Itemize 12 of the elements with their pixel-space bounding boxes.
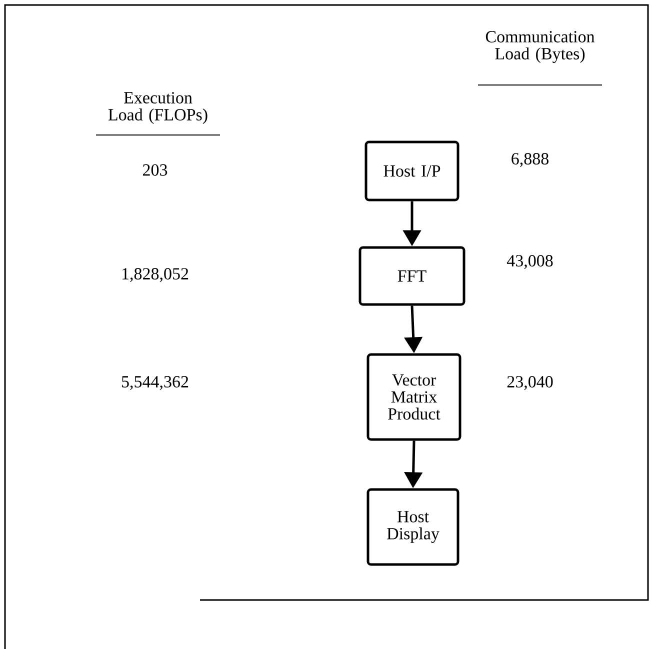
value-label: 1,828,052 (122, 268, 188, 282)
value-label: 23,040 (507, 376, 553, 390)
value-label: 203 (143, 164, 168, 176)
column-heading: Execution Load (FLOPs) (108, 92, 208, 124)
value-label: 43,008 (506, 255, 553, 269)
process-box: Host I/P (364, 140, 460, 202)
process-box: Vector Matrix Product (366, 353, 462, 441)
process-box: Host Display (366, 488, 460, 566)
value-label: 6,888 (512, 153, 548, 167)
column-heading: Communication Load (Bytes) (486, 31, 595, 63)
value-label: 5,544,362 (122, 376, 188, 390)
process-box: FFT (358, 246, 466, 306)
